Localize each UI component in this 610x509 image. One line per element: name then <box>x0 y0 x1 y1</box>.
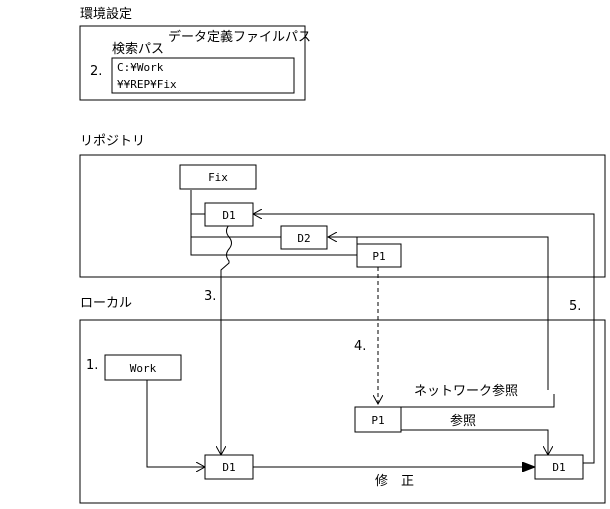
commit-back-line <box>253 214 595 464</box>
search-path-item: C:¥Work <box>117 61 164 74</box>
node-local-p1-label: P1 <box>371 414 384 427</box>
search-path-label: 検索パス <box>112 42 164 57</box>
node-local-d1-label: D1 <box>222 461 235 474</box>
fix-tree-line <box>190 190 357 256</box>
node-work: Work <box>104 354 182 381</box>
repo-d1-to-local-d1-line <box>221 224 232 455</box>
local-heading: ローカル <box>80 296 132 311</box>
step-4-label: 4. <box>354 339 366 354</box>
search-path-item: ¥¥REP¥Fix <box>117 78 177 91</box>
node-repo-p1: P1 <box>356 243 402 268</box>
network-ref-label: ネットワーク参照 <box>414 383 518 399</box>
search-path-list <box>111 57 295 94</box>
step-3-label: 3. <box>204 289 216 304</box>
settings-panel-title: データ定義ファイルパス <box>168 29 311 45</box>
step-2-label: 2. <box>90 64 102 79</box>
modify-label: 修 正 <box>375 474 414 489</box>
network-ref-to-d2-line <box>328 237 549 390</box>
node-repo-p1-label: P1 <box>372 250 385 263</box>
node-repo-d1-label: D1 <box>222 209 235 222</box>
local-area <box>79 319 606 504</box>
node-local-d1-modified-label: D1 <box>552 461 565 474</box>
node-local-d1: D1 <box>204 454 254 480</box>
work-to-d1-line <box>146 380 205 467</box>
node-fix: Fix <box>179 164 257 190</box>
node-repo-d2: D2 <box>280 225 328 250</box>
repository-heading: リポジトリ <box>80 134 145 149</box>
step-5-label: 5. <box>569 299 581 314</box>
node-local-p1: P1 <box>354 406 402 433</box>
settings-heading: 環境設定 <box>80 6 132 22</box>
node-work-label: Work <box>130 362 157 375</box>
step-1-label: 1. <box>86 358 98 373</box>
node-fix-label: Fix <box>208 171 228 184</box>
ref-label: 参照 <box>450 413 476 429</box>
repository-area <box>79 154 606 278</box>
node-repo-d2-label: D2 <box>297 232 310 245</box>
network-ref-line <box>401 394 555 408</box>
node-local-d1-modified: D1 <box>534 454 584 480</box>
ref-line <box>401 429 548 455</box>
node-repo-d1: D1 <box>204 202 254 227</box>
